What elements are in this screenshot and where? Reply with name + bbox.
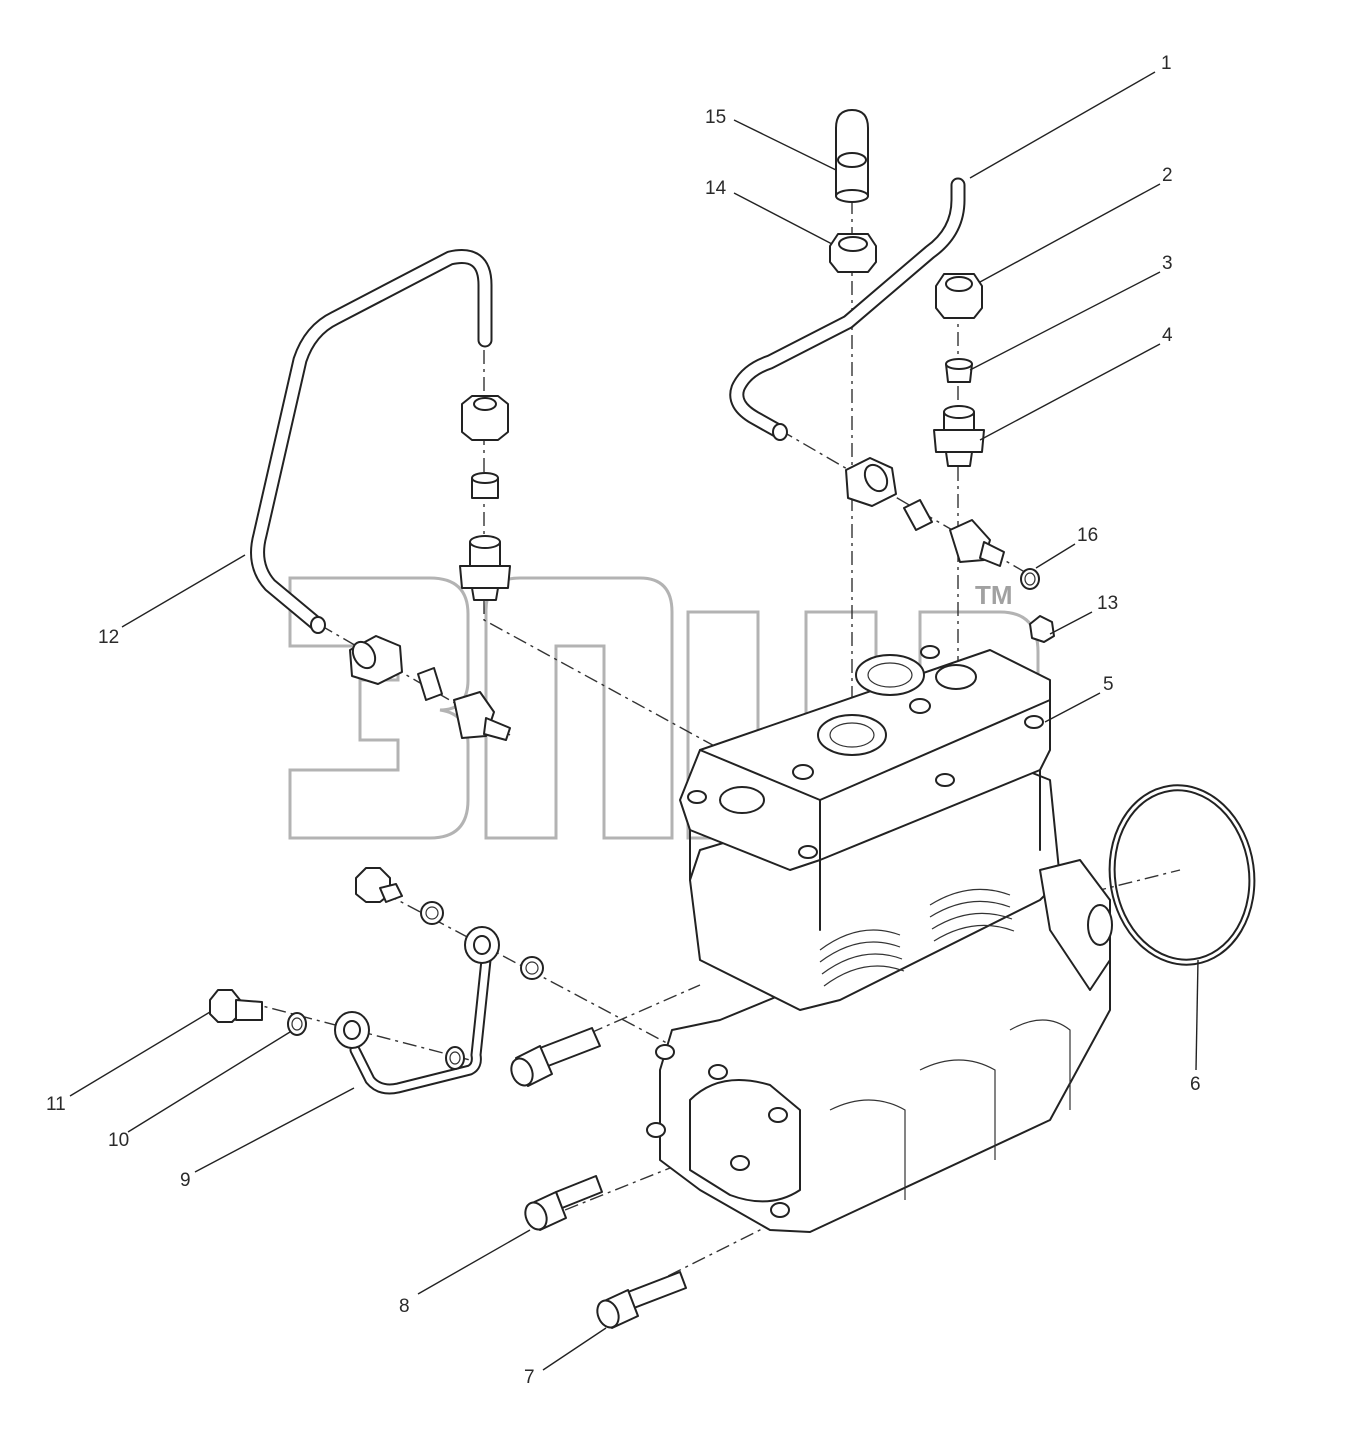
callout-7: 7 (524, 1367, 535, 1388)
banjo-bolt-11 (209, 989, 263, 1023)
callout-6: 6 (1190, 1074, 1201, 1095)
callout-13: 13 (1097, 593, 1118, 614)
watermark-trademark: TM (975, 580, 1013, 610)
oil-line-9 (334, 926, 500, 1095)
compressor-body (646, 645, 1113, 1233)
washer-10 (287, 1012, 465, 1070)
callout-16: 16 (1077, 525, 1098, 546)
pipe-12-upper-fittings (459, 395, 511, 601)
leader-lines (69, 71, 1199, 1371)
banjo-bolt-upper (355, 867, 544, 980)
ferrule-3 (945, 358, 973, 383)
screw-8 (524, 1175, 603, 1231)
pipe-12-lower-fittings (349, 635, 511, 741)
callout-15: 15 (705, 107, 726, 128)
callout-9: 9 (180, 1170, 191, 1191)
adapter-4 (933, 405, 985, 467)
washer-16 (1020, 568, 1040, 590)
pipe-1-lower-fittings (845, 457, 1005, 567)
callout-1: 1 (1161, 53, 1172, 74)
nut-13 (1029, 615, 1055, 643)
o-ring-6 (1108, 784, 1256, 966)
nut-2 (935, 273, 983, 319)
screw-upper (510, 1027, 601, 1087)
callout-5: 5 (1103, 674, 1114, 695)
screw-7 (596, 1271, 687, 1329)
pipe-12 (250, 249, 493, 634)
pipe-1 (729, 177, 966, 441)
nut-14 (829, 233, 877, 273)
callout-3: 3 (1162, 253, 1173, 274)
callout-2: 2 (1162, 165, 1173, 186)
callout-8: 8 (399, 1296, 410, 1317)
callout-11: 11 (46, 1094, 66, 1115)
tube-15 (835, 109, 869, 203)
callout-14: 14 (705, 178, 727, 199)
callout-labels: 1 2 3 4 5 6 7 8 9 10 11 12 13 14 15 16 (46, 53, 1201, 1388)
callout-10: 10 (108, 1130, 129, 1151)
callout-12: 12 (98, 627, 119, 648)
callout-4: 4 (1162, 325, 1173, 346)
